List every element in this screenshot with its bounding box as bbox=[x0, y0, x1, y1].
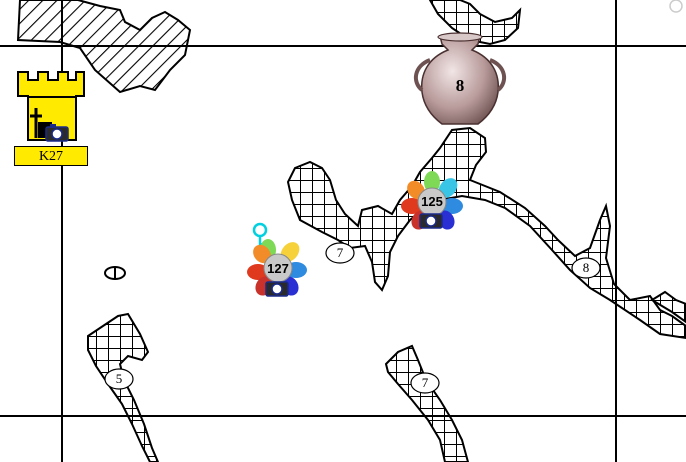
cluster-count-label: 127 bbox=[267, 261, 289, 276]
island-top bbox=[428, 0, 522, 46]
cluster-count-label: 125 bbox=[421, 194, 443, 209]
amphora-vase-icon[interactable] bbox=[413, 32, 507, 125]
depth-marker bbox=[325, 242, 355, 264]
flower-cluster-127[interactable] bbox=[247, 238, 307, 298]
depth-label: 5 bbox=[115, 371, 123, 386]
corner-marker bbox=[669, 0, 683, 13]
island-main bbox=[286, 126, 686, 340]
island-right-edge bbox=[650, 290, 686, 324]
depth-label: 7 bbox=[336, 245, 344, 260]
camera-icon[interactable] bbox=[45, 124, 69, 142]
depth-marker bbox=[571, 257, 601, 279]
depth-marker bbox=[410, 372, 440, 394]
island-lower-middle bbox=[384, 344, 470, 462]
vase-count-label: 8 bbox=[455, 76, 465, 95]
camera-icon[interactable] bbox=[265, 281, 289, 297]
tower-label[interactable]: K27 bbox=[14, 146, 88, 166]
depth-marker bbox=[104, 368, 134, 390]
depth-label: 7 bbox=[421, 375, 429, 390]
camera-icon[interactable] bbox=[419, 213, 443, 229]
depth-label: 8 bbox=[582, 260, 590, 275]
